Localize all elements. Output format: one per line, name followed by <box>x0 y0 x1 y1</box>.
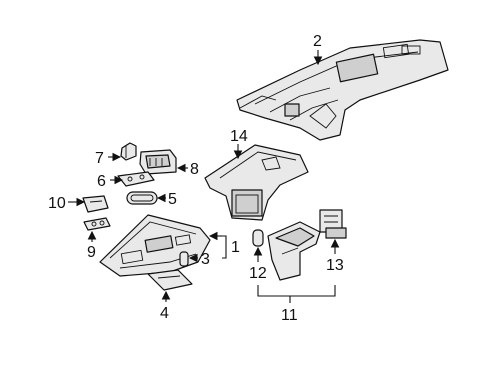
bracket-13 <box>319 209 347 239</box>
callout-13: 13 <box>326 257 344 274</box>
callout-labels: 2 14 7 8 6 5 10 9 1 3 4 12 13 11 <box>48 33 344 324</box>
bulb <box>179 251 189 267</box>
lens <box>126 191 158 205</box>
callout-6: 6 <box>97 173 106 190</box>
clip <box>83 217 111 231</box>
callout-3: 3 <box>201 251 210 268</box>
cover-plate <box>147 269 193 291</box>
rear-overhead-console <box>204 144 309 221</box>
lamp-small <box>120 142 137 161</box>
callout-10: 10 <box>48 195 66 212</box>
callout-7: 7 <box>95 150 104 167</box>
callout-9: 9 <box>87 244 96 261</box>
callout-5: 5 <box>168 191 177 208</box>
leader-lines <box>68 50 340 303</box>
headliner-panel <box>236 39 449 141</box>
callout-11: 11 <box>281 307 298 324</box>
bulb-12 <box>252 229 264 247</box>
reading-lamp-housing <box>139 149 177 175</box>
callout-4: 4 <box>160 305 169 322</box>
switch <box>82 195 109 213</box>
storage-compartment <box>267 221 321 281</box>
bracket <box>117 171 155 187</box>
front-overhead-console <box>99 214 211 277</box>
callout-2: 2 <box>313 33 322 50</box>
callout-14: 14 <box>230 128 248 145</box>
callout-8: 8 <box>190 161 199 178</box>
callout-1: 1 <box>231 239 240 256</box>
callout-12: 12 <box>249 265 267 282</box>
